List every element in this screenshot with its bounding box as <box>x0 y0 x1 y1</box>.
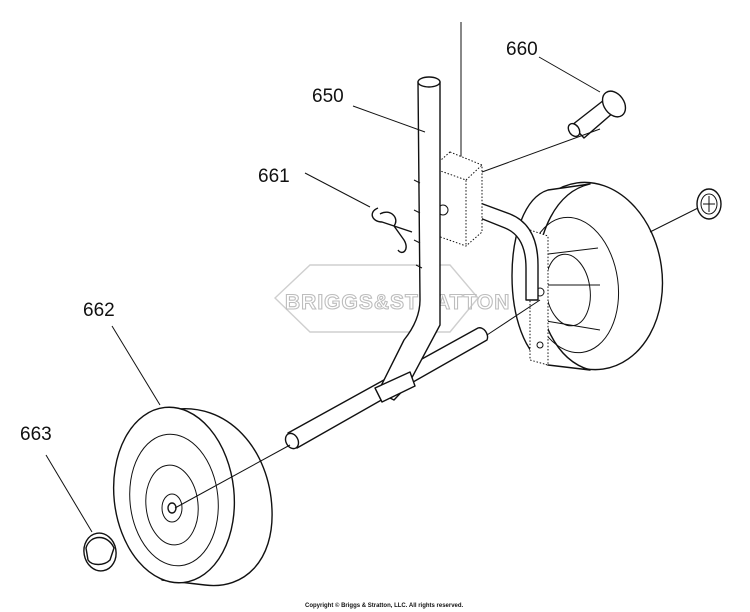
copyright-text: Copyright © Briggs & Stratton, LLC. All … <box>305 602 464 609</box>
wheel-front <box>112 406 273 587</box>
leader-660-axis <box>481 128 601 173</box>
hub-cap-rear <box>696 188 722 220</box>
leader-661 <box>304 172 371 208</box>
leader-660 <box>538 56 601 93</box>
watermark-logo: BRIGGS&STRATTON <box>273 264 510 333</box>
handle-tube <box>374 76 441 403</box>
hub-cap-front <box>83 532 117 572</box>
leader-663 <box>45 454 93 533</box>
axle-centerline-front <box>174 444 291 509</box>
axle-centerline-rear <box>486 299 541 336</box>
callout-661: 661 <box>258 166 290 187</box>
callout-663: 663 <box>20 424 52 445</box>
leader-650 <box>352 105 426 133</box>
callout-660: 660 <box>506 39 538 60</box>
handle-bracket <box>431 151 483 247</box>
leader-662 <box>111 325 161 406</box>
hubcap-centerline-rear <box>649 207 699 233</box>
callout-650: 650 <box>312 86 344 107</box>
clevis-pin <box>567 90 627 139</box>
callout-662: 662 <box>83 300 115 321</box>
hair-pin-clip <box>371 207 413 254</box>
watermark-text: BRIGGS&STRATTON <box>285 291 510 314</box>
